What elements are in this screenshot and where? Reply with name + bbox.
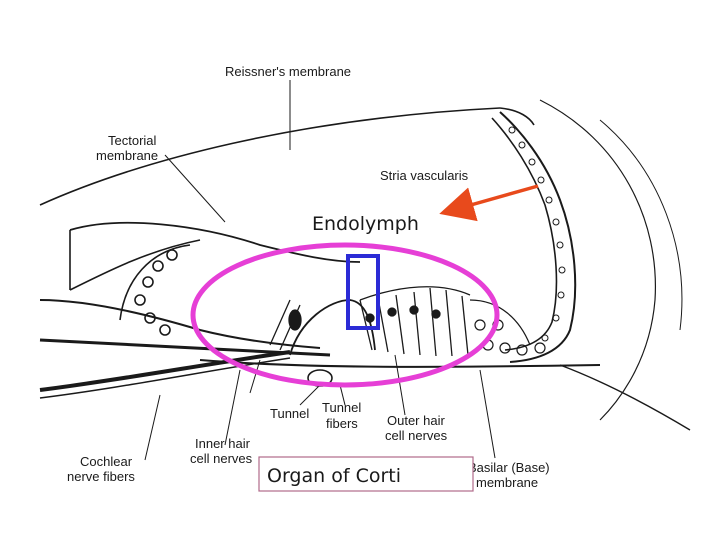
endolymph-arrow [439, 184, 539, 222]
overlay-annotations: Endolymph Organ of Corti [190, 184, 539, 492]
reissners-membrane [39, 107, 501, 206]
marker-box [346, 254, 380, 330]
label-basilar-line1: Basilar (Base) [468, 460, 550, 475]
organ-of-corti-label: Organ of Corti [267, 465, 401, 487]
spiral-limbus [39, 299, 321, 349]
label-cochlear-line2: nerve fibers [67, 469, 135, 484]
cochlear-nerve-fibers [39, 350, 291, 392]
basilar-membrane [199, 359, 601, 368]
label-tunnel-fibers-line2: fibers [326, 416, 358, 431]
label-reissners-membrane: Reissner's membrane [225, 64, 351, 79]
label-tectorial-line1: Tectorial [108, 133, 157, 148]
label-cochlear-line1: Cochlear [80, 454, 133, 469]
label-tectorial-line2: membrane [96, 148, 158, 163]
label-basilar-line2: membrane [476, 475, 538, 490]
inner-hair-cell [269, 299, 302, 351]
stria-vascularis-wall [499, 111, 577, 363]
outer-wall-curve [539, 99, 657, 421]
outer-hair-cells [359, 286, 471, 357]
label-stria-vascularis: Stria vascularis [380, 168, 469, 183]
inner-sulcus-cells [134, 249, 178, 336]
endolymph-label: Endolymph [312, 213, 419, 235]
organ-of-corti-highlight-ellipse [190, 242, 500, 388]
label-outer-hair-line1: Outer hair [387, 413, 445, 428]
label-inner-hair-line1: Inner hair [195, 436, 251, 451]
label-tunnel-fibers-line1: Tunnel [322, 400, 361, 415]
label-leader-lines [144, 80, 496, 461]
label-outer-hair-line2: cell nerves [385, 428, 448, 443]
organ-of-corti-label-box [258, 456, 474, 492]
diagram-labels: Reissner's membrane Tectorial membrane S… [67, 64, 550, 490]
tectorial-membrane [69, 221, 361, 263]
label-inner-hair-line2: cell nerves [190, 451, 253, 466]
label-tunnel: Tunnel [270, 406, 309, 421]
stria-cells [508, 126, 566, 342]
